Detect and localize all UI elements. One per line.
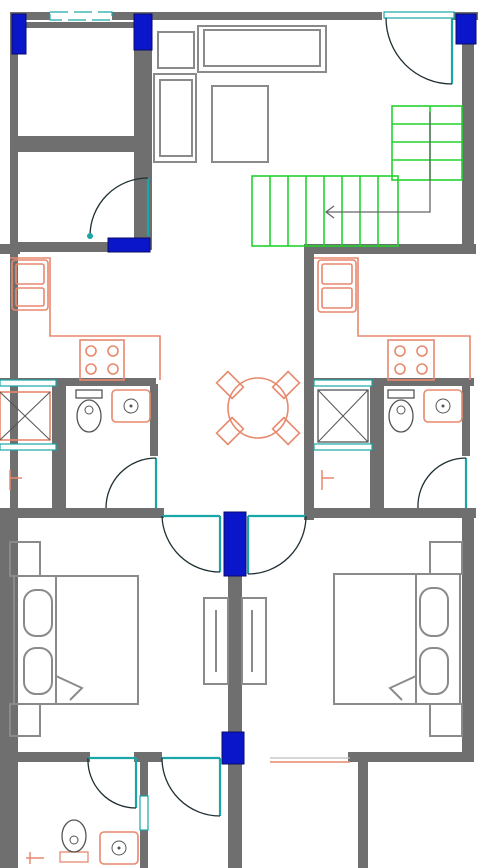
sink-icon [99, 831, 139, 865]
stair-arrow-icon [324, 112, 431, 219]
stove-icon [387, 339, 435, 381]
columns [11, 13, 477, 765]
living-room-furniture [153, 25, 327, 163]
wall-store-right [134, 22, 152, 250]
column-icon [11, 13, 27, 55]
wall-store-top [20, 22, 138, 28]
wall-rbath-right [462, 384, 470, 456]
wall-bed-bottom-right [348, 752, 474, 762]
sink-icon [11, 259, 49, 311]
wall-kitchen-left-top [0, 244, 20, 254]
windows [0, 11, 455, 831]
door-swing-icon [385, 17, 454, 85]
toilet-icon [59, 819, 89, 863]
coffee-table [211, 85, 269, 163]
left-bedroom [9, 541, 229, 737]
sofa-icon [153, 73, 197, 163]
toilet-icon [387, 389, 415, 433]
faucet-icon [26, 852, 44, 864]
wall-store-mid [18, 136, 136, 152]
wall-stair-bottom [304, 244, 476, 254]
staircase [251, 105, 463, 247]
wardrobe [203, 597, 229, 685]
wall-lbath-inner [52, 384, 66, 510]
bed-icon [333, 541, 463, 737]
window-icon [313, 379, 373, 387]
column-icon [223, 511, 247, 577]
faucet-icon [321, 470, 334, 490]
wall-bed-bottom-mid [134, 752, 162, 762]
wall-lbath-right [150, 384, 158, 456]
wall-central-right [304, 250, 314, 520]
door-swing-icon [87, 756, 138, 809]
side-table [157, 31, 195, 69]
door-swing-icon [161, 756, 222, 817]
sofa-icon [197, 25, 327, 73]
right-bathroom [317, 389, 463, 490]
column-icon [133, 13, 153, 51]
wall-mid-right [306, 508, 476, 518]
dining-table-icon [215, 370, 301, 446]
toilet-icon [75, 389, 103, 433]
left-bathroom [0, 389, 151, 490]
door-swing-icon [161, 514, 222, 573]
window-icon [0, 379, 57, 387]
sink-icon [423, 389, 463, 423]
wall-top-mid [112, 12, 382, 20]
bed-icon [9, 541, 139, 737]
wall-store-bottom [18, 242, 150, 252]
door-swing-icon [246, 514, 307, 575]
right-bedroom [241, 541, 463, 737]
stove-icon [79, 339, 125, 381]
window-icon [383, 11, 455, 19]
doors [87, 17, 468, 817]
wall-bedroom-partition [228, 512, 242, 868]
wall-bed-bottom-left [0, 752, 90, 762]
wardrobe [241, 597, 267, 685]
wall-rbath-top [312, 378, 474, 386]
column-icon [455, 13, 477, 45]
wall-mid-left [0, 508, 164, 518]
wall-right-upper [462, 14, 474, 254]
column-icon [221, 731, 245, 765]
window-icon [313, 443, 373, 451]
wall-lower-right-stub [358, 758, 368, 868]
shower-icon [0, 391, 51, 441]
wall-left-mid [0, 512, 10, 868]
door-swing-icon [87, 177, 150, 239]
window-icon [49, 11, 113, 21]
wall-top-left [10, 12, 50, 20]
right-kitchen [314, 257, 471, 381]
wall-rbath-inner [370, 384, 384, 510]
faucet-icon [9, 470, 22, 490]
column-icon [107, 237, 151, 253]
left-kitchen [10, 257, 161, 381]
window-icon [0, 443, 57, 451]
shower-icon [317, 389, 369, 443]
sink-icon [317, 259, 357, 313]
door-swing-icon [417, 457, 468, 509]
lower-bathroom [26, 819, 139, 865]
window-icon [139, 795, 149, 831]
wall-right-lower [462, 514, 474, 762]
sink-icon [111, 389, 151, 423]
walls [0, 12, 478, 868]
wall-lbath-top [0, 378, 156, 386]
door-swing-icon [105, 457, 158, 509]
